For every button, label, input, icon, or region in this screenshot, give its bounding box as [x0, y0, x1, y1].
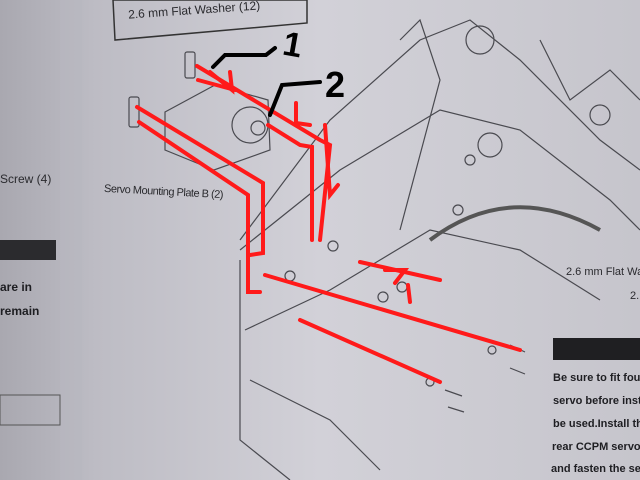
instruction-line: rear CCPM servo — [552, 441, 640, 453]
helicopter-frame-drawing — [128, 18, 640, 480]
washer-label-right-2: 2. — [630, 290, 640, 302]
instruction-line: servo before inst — [553, 395, 640, 407]
annotation-label-2: 2 — [325, 64, 346, 105]
left-header-bar — [0, 240, 56, 260]
left-text-line-2: remain — [0, 304, 40, 318]
screw-label: Screw (4) — [0, 172, 52, 186]
instruction-line: be used.Install th — [553, 418, 640, 430]
instruction-line: and fasten the se — [551, 463, 640, 475]
black-annotation-lines — [211, 46, 322, 117]
instruction-header-bar — [553, 338, 640, 360]
red-annotation-lines — [135, 64, 522, 384]
left-box — [0, 394, 61, 426]
instruction-line: Be sure to fit fou — [553, 372, 640, 384]
left-text-line-1: are in — [0, 280, 33, 294]
washer-label-right: 2.6 mm Flat Washer — [566, 266, 640, 278]
washer-box — [112, 0, 308, 41]
page-gutter — [60, 0, 82, 480]
